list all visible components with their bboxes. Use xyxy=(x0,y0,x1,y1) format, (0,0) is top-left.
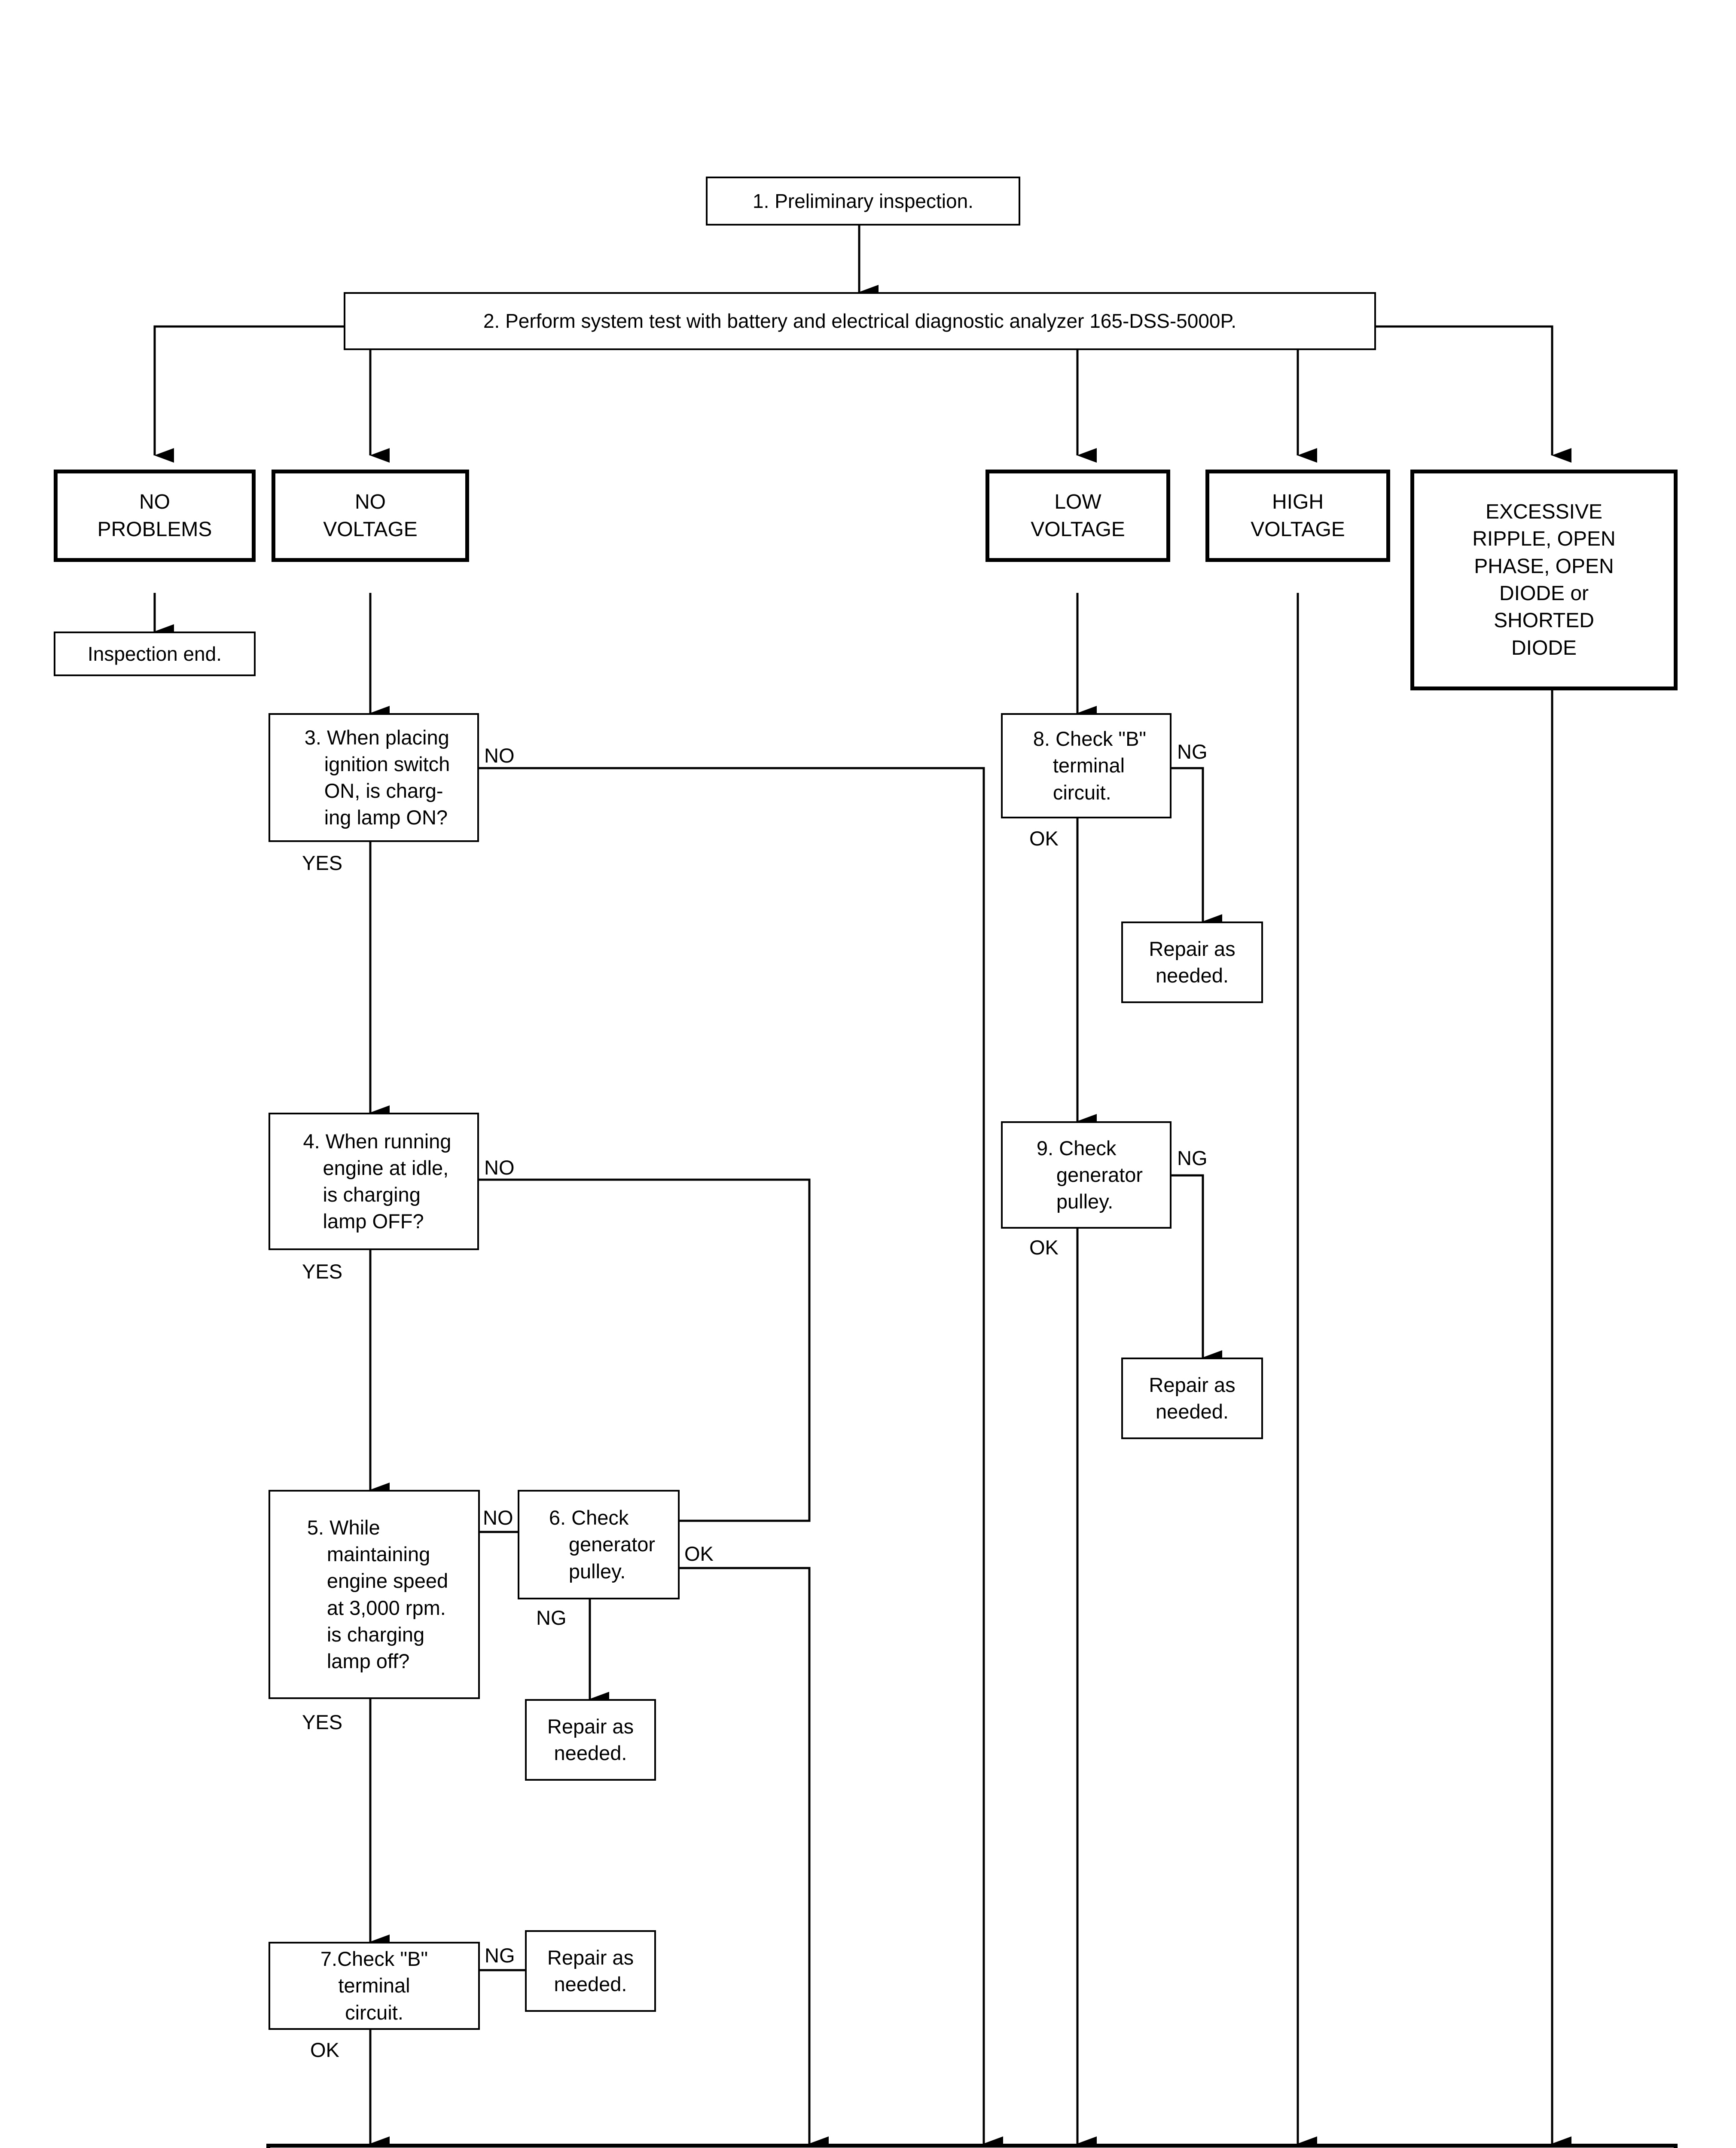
node-step-8-line2: terminal xyxy=(1053,754,1125,777)
node-excessive-ripple-line5: SHORTED xyxy=(1494,609,1594,632)
node-step-3-line4: ing lamp ON? xyxy=(324,806,448,829)
node-no-problems-line1: NO xyxy=(139,491,170,514)
node-no-voltage-line1: NO xyxy=(354,491,386,514)
node-no-voltage-line2: VOLTAGE xyxy=(323,518,418,541)
node-excessive-ripple-line3: PHASE, OPEN xyxy=(1474,555,1614,578)
node-step-9-line3: pulley. xyxy=(1056,1190,1114,1213)
node-no-problems: NO PROBLEMS xyxy=(54,470,256,562)
node-repair-step-6: Repair as needed. xyxy=(525,1699,656,1781)
node-step-5-line5: is charging xyxy=(326,1623,425,1646)
node-step-9-line1: 9. Check xyxy=(1036,1136,1117,1159)
node-step-5-line2: maintaining xyxy=(326,1543,430,1566)
node-step-2-label: 2. Perform system test with battery and … xyxy=(483,310,1237,333)
edge-label-step4-yes: YES xyxy=(302,1260,343,1283)
node-inspection-end-label: Inspection end. xyxy=(87,642,222,665)
node-repair-step-8-line1: Repair as xyxy=(1149,937,1236,960)
node-repair-step-9-line2: needed. xyxy=(1156,1400,1229,1423)
edge-label-step8-ok: OK xyxy=(1029,827,1059,850)
node-step-6-line1: 6. Check xyxy=(549,1506,629,1529)
edge-label-step7-ok: OK xyxy=(310,2038,339,2061)
edge-label-step6-ok: OK xyxy=(684,1542,714,1565)
edge-label-step3-no: NO xyxy=(484,744,515,767)
node-step-2: 2. Perform system test with battery and … xyxy=(344,292,1376,350)
node-repair-step-8-line2: needed. xyxy=(1156,964,1229,987)
node-low-voltage-line2: VOLTAGE xyxy=(1031,518,1125,541)
node-step-9: 9. Check generator pulley. xyxy=(1001,1121,1172,1229)
node-step-6-line3: pulley. xyxy=(568,1559,626,1583)
node-repair-step-7-line1: Repair as xyxy=(547,1946,634,1969)
node-step-5-line1: 5. While xyxy=(307,1516,380,1539)
node-step-5-line4: at 3,000 rpm. xyxy=(326,1596,446,1619)
node-step-3-line1: 3. When placing xyxy=(304,726,449,749)
node-step-4-line3: is charging xyxy=(323,1183,421,1206)
node-step-7-line1: 7.Check "B" xyxy=(320,1947,428,1971)
edge-label-step3-yes: YES xyxy=(302,851,343,874)
node-repair-step-7-line2: needed. xyxy=(554,1973,627,1995)
edge-label-step5-yes: YES xyxy=(302,1711,343,1733)
node-step-4: 4. When running engine at idle, is charg… xyxy=(268,1113,479,1250)
node-step-8-line1: 8. Check "B" xyxy=(1033,727,1147,751)
edge-label-step8-ng: NG xyxy=(1177,740,1208,763)
node-step-7: 7.Check "B" terminal circuit. xyxy=(268,1942,480,2030)
edge-label-step5-no: NO xyxy=(483,1506,513,1529)
node-repair-step-9-line1: Repair as xyxy=(1149,1373,1236,1396)
node-repair-step-6-line2: needed. xyxy=(554,1742,627,1764)
node-step-4-line4: lamp OFF? xyxy=(323,1210,424,1233)
node-excessive-ripple-line2: RIPPLE, OPEN xyxy=(1472,528,1616,551)
node-step-5-line6: lamp off? xyxy=(326,1649,410,1672)
edge-label-step4-no: NO xyxy=(484,1156,515,1179)
node-step-3-line2: ignition switch xyxy=(324,752,450,775)
node-high-voltage: HIGH VOLTAGE xyxy=(1205,470,1390,562)
node-step-3: 3. When placing ignition switch ON, is c… xyxy=(268,713,479,842)
node-step-6-line2: generator xyxy=(568,1533,656,1556)
node-replace-generator: Replace generator xyxy=(266,2144,1678,2148)
edge-label-step7-ng: NG xyxy=(485,1944,515,1967)
node-step-7-line2: terminal xyxy=(338,1974,410,1997)
node-step-8-line3: circuit. xyxy=(1053,781,1111,804)
edge-label-step9-ok: OK xyxy=(1029,1236,1059,1259)
node-low-voltage: LOW VOLTAGE xyxy=(985,470,1170,562)
node-step-3-line3: ON, is charg- xyxy=(324,779,443,802)
node-step-1: 1. Preliminary inspection. xyxy=(706,177,1020,226)
node-repair-step-9: Repair as needed. xyxy=(1121,1358,1263,1439)
node-step-1-label: 1. Preliminary inspection. xyxy=(753,189,973,212)
node-step-6: 6. Check generator pulley. xyxy=(518,1490,680,1599)
node-high-voltage-line2: VOLTAGE xyxy=(1251,518,1345,541)
node-excessive-ripple-line6: DIODE xyxy=(1511,636,1577,659)
node-no-voltage: NO VOLTAGE xyxy=(272,470,469,562)
edge-label-step9-ng: NG xyxy=(1177,1147,1208,1169)
node-excessive-ripple-line1: EXCESSIVE xyxy=(1485,500,1603,523)
node-excessive-ripple: EXCESSIVE RIPPLE, OPEN PHASE, OPEN DIODE… xyxy=(1410,470,1678,690)
node-no-problems-line2: PROBLEMS xyxy=(97,518,212,541)
node-inspection-end: Inspection end. xyxy=(54,632,256,676)
node-step-5: 5. While maintaining engine speed at 3,0… xyxy=(268,1490,480,1699)
node-high-voltage-line1: HIGH xyxy=(1272,491,1324,514)
node-repair-step-8: Repair as needed. xyxy=(1121,921,1263,1003)
node-step-8: 8. Check "B" terminal circuit. xyxy=(1001,713,1172,818)
node-step-7-line3: circuit. xyxy=(345,2001,403,2024)
node-repair-step-6-line1: Repair as xyxy=(547,1715,634,1738)
node-low-voltage-line1: LOW xyxy=(1054,491,1101,514)
node-step-9-line2: generator xyxy=(1056,1163,1143,1186)
edge-label-step6-ng: NG xyxy=(536,1606,567,1629)
node-step-4-line1: 4. When running xyxy=(303,1129,452,1153)
node-excessive-ripple-line4: DIODE or xyxy=(1499,582,1589,605)
node-step-4-line2: engine at idle, xyxy=(323,1156,449,1179)
node-repair-step-7: Repair as needed. xyxy=(525,1930,656,2012)
node-step-5-line3: engine speed xyxy=(326,1569,448,1593)
